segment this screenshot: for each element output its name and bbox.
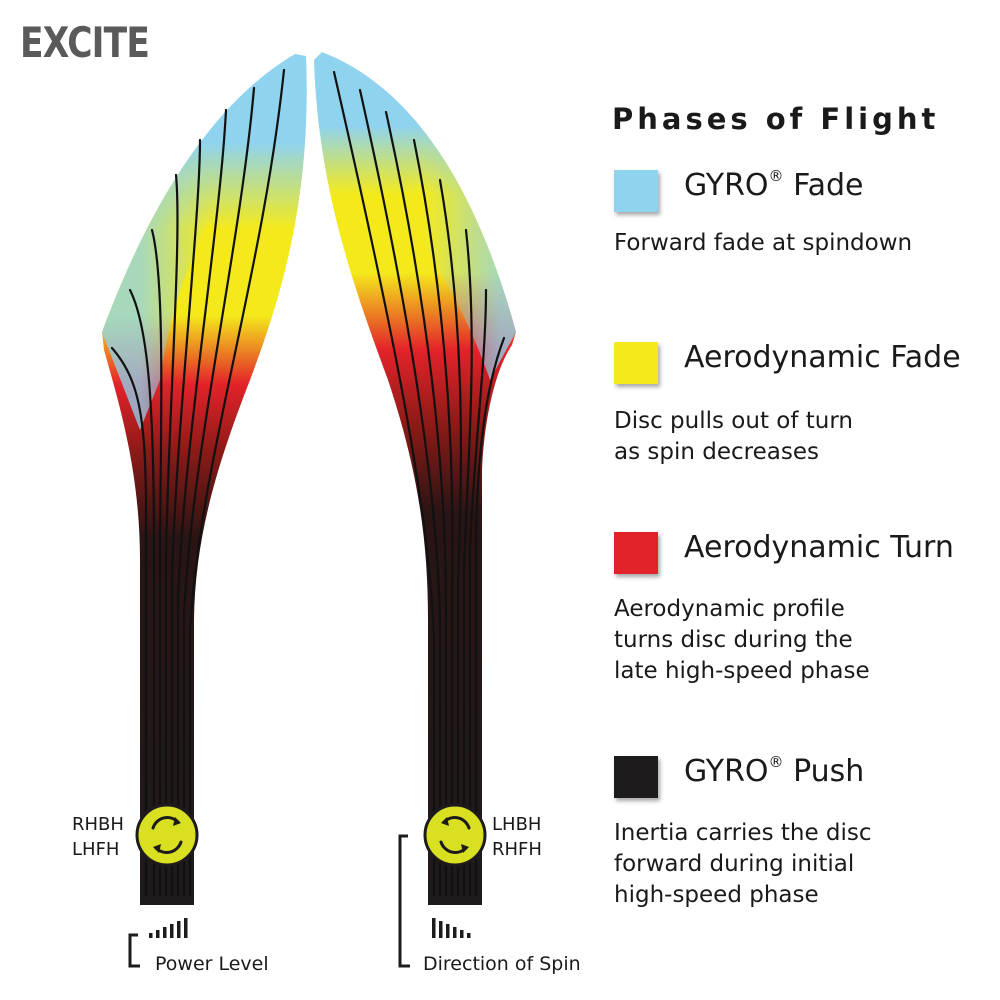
direction-of-spin-caption: Direction of Spin	[423, 953, 581, 975]
direction-of-spin-bars-icon	[432, 918, 471, 938]
left-throw-types: RHBH LHFH	[72, 812, 124, 862]
gyro-fade-label: GYRO® Fade	[684, 167, 864, 203]
aerodynamic-turn-swatch	[614, 532, 658, 574]
aerodynamic-fade-label: Aerodynamic Fade	[684, 340, 961, 375]
gyro-push-description: Inertia carries the disc forward during …	[614, 820, 872, 908]
right-flight-path	[314, 52, 516, 905]
throw-type-lhbh: LHBH	[492, 814, 542, 835]
direction-of-spin-bracket	[398, 834, 410, 968]
gyro-push-swatch	[614, 756, 658, 798]
left-flight-lines	[110, 68, 286, 897]
throw-type-rhbh: RHBH	[72, 814, 124, 835]
legend-title: Phases of Flight	[612, 102, 940, 136]
right-throw-types: LHBH RHFH	[492, 812, 542, 862]
gyro-push-label: GYRO® Push	[684, 753, 865, 789]
aerodynamic-turn-description: Aerodynamic profile turns disc during th…	[614, 596, 870, 684]
power-level-bars-icon	[149, 918, 188, 938]
gyro-fade-description: Forward fade at spindown	[614, 230, 913, 256]
brand-title: EXCITE	[20, 18, 150, 67]
left-disc-marker	[135, 803, 199, 867]
aerodynamic-fade-description: Disc pulls out of turn as spin decreases	[614, 408, 853, 465]
throw-type-lhfh: LHFH	[72, 839, 120, 860]
aerodynamic-fade-swatch	[614, 342, 658, 384]
left-flight-path	[102, 54, 307, 905]
power-level-caption: Power Level	[155, 953, 269, 975]
left-path-cool-edge	[102, 54, 295, 430]
right-disc-marker	[423, 803, 487, 867]
gyro-fade-swatch	[614, 170, 658, 212]
right-flight-lines	[332, 70, 506, 897]
throw-type-rhfh: RHFH	[492, 839, 542, 860]
aerodynamic-turn-label: Aerodynamic Turn	[684, 530, 954, 565]
power-level-bracket	[128, 933, 140, 968]
